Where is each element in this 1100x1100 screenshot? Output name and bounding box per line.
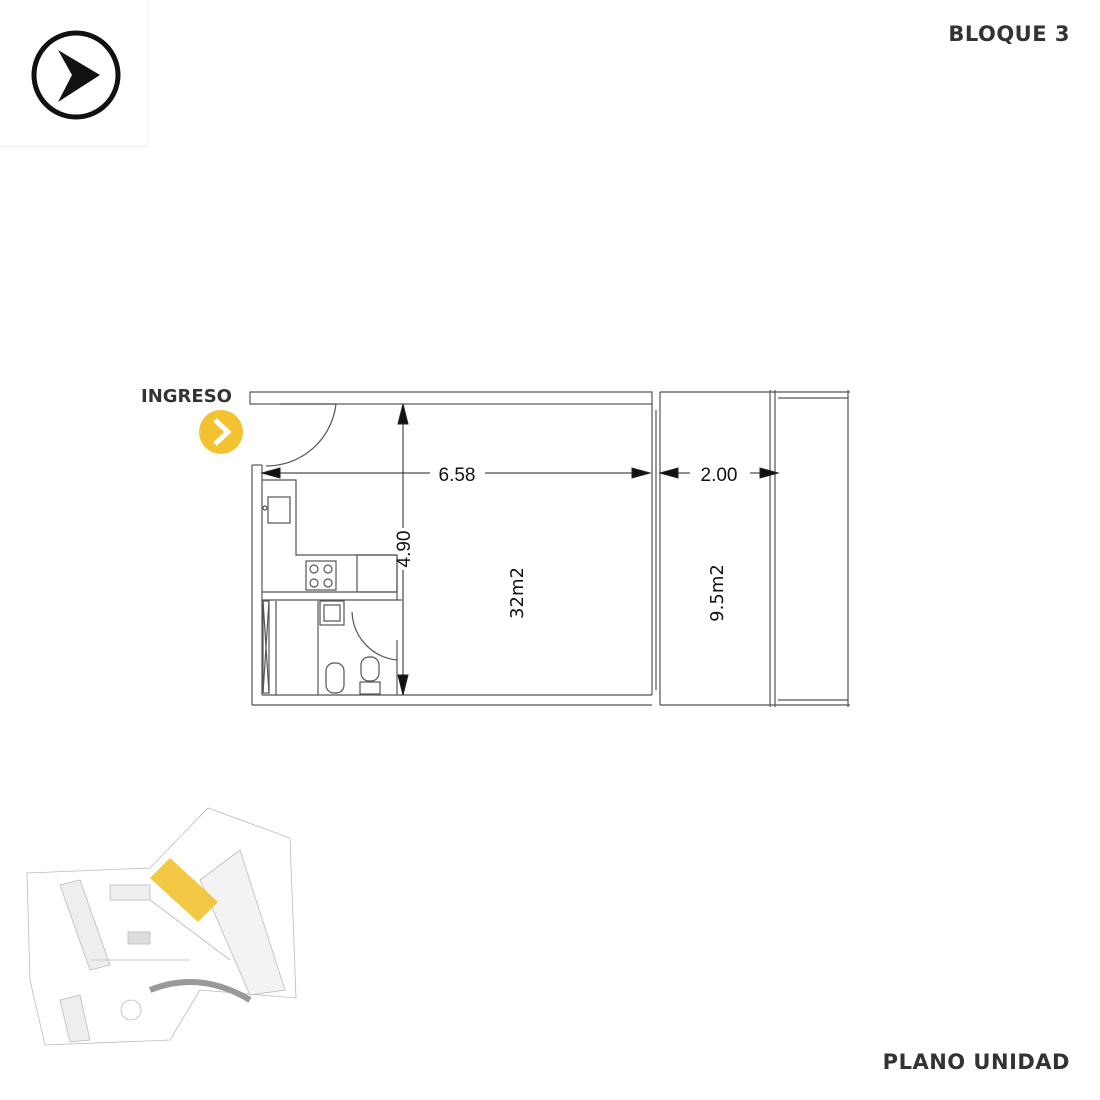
site-plan-map [26,807,297,1046]
walls [249,390,850,707]
depth-dimension: 4.90 [394,531,415,568]
entrance-label: INGRESO [141,386,232,407]
dimension-lines [260,403,780,696]
main-area-label: 32m2 [507,567,528,619]
highlighted-block [150,858,218,922]
chevron-right-icon [199,410,243,454]
plan-title: PLANO UNIDAD [882,1050,1070,1074]
arrow-right-circle-icon [31,30,121,120]
block-title: BLOQUE 3 [948,22,1070,46]
balcony-area-label: 9.5m2 [707,564,728,622]
balcony-dimension: 2.00 [701,465,738,486]
width-dimension: 6.58 [439,465,476,486]
logo [0,0,149,147]
